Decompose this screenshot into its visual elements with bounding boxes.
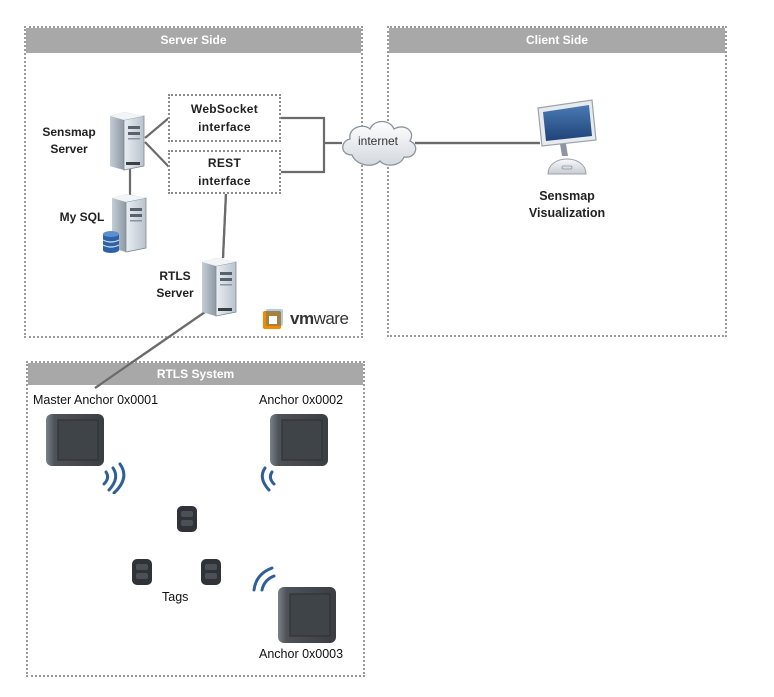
master-anchor-label: Master Anchor 0x0001 bbox=[33, 393, 159, 407]
server-side-zone: Server Side bbox=[24, 26, 363, 338]
visualization-line2: Visualization bbox=[528, 206, 606, 220]
link-websocket-bracket bbox=[280, 116, 326, 174]
vmware-logo: vmware bbox=[262, 308, 349, 330]
mysql-server-icon bbox=[112, 194, 147, 253]
sensmap-server-label: Sensmap Server bbox=[34, 124, 104, 158]
database-icon bbox=[102, 231, 120, 253]
websocket-line1: WebSocket bbox=[190, 102, 259, 116]
monitor-icon bbox=[537, 99, 597, 175]
vmware-mark-icon bbox=[263, 309, 283, 329]
vmware-text-rest: ware bbox=[313, 309, 349, 328]
rtls-server-line1: RTLS bbox=[159, 269, 191, 283]
anchor-3-device-icon bbox=[278, 587, 336, 643]
sensmap-server-icon bbox=[110, 112, 145, 171]
rtls-server-icon bbox=[202, 258, 237, 317]
sensmap-server-line2: Server bbox=[50, 142, 88, 156]
internet-label: internet bbox=[357, 134, 399, 148]
anchor-2-device-icon bbox=[270, 414, 328, 466]
tag-device-icon-right bbox=[201, 559, 221, 585]
tag-device-icon-left bbox=[132, 559, 152, 585]
rtls-system-header: RTLS System bbox=[28, 363, 363, 385]
anchor-3-label: Anchor 0x0003 bbox=[259, 647, 344, 661]
master-anchor-device-icon bbox=[46, 414, 104, 466]
signal-waves-icon-anchor-2 bbox=[260, 466, 276, 492]
server-side-header: Server Side bbox=[26, 28, 361, 53]
link-sensmap-websocket bbox=[144, 116, 171, 139]
rest-line1: REST bbox=[207, 156, 242, 170]
sensmap-server-line1: Sensmap bbox=[42, 125, 96, 139]
signal-waves-icon-master bbox=[102, 462, 126, 494]
rtls-server-line2: Server bbox=[156, 286, 194, 300]
link-sensmap-rest bbox=[144, 141, 171, 169]
anchor-2-label: Anchor 0x0002 bbox=[259, 393, 344, 407]
internet-cloud-icon bbox=[342, 120, 417, 166]
vmware-text-bold: vm bbox=[290, 309, 314, 328]
signal-waves-icon-anchor-3 bbox=[252, 566, 276, 592]
tags-label: Tags bbox=[162, 590, 189, 604]
websocket-line2: interface bbox=[198, 120, 251, 134]
rtls-server-label: RTLS Server bbox=[150, 268, 200, 302]
mysql-label: My SQL bbox=[59, 210, 105, 224]
websocket-interface: WebSocket interface bbox=[168, 94, 281, 142]
client-side-header: Client Side bbox=[389, 28, 725, 53]
visualization-line1: Sensmap bbox=[539, 189, 595, 203]
rest-line2: interface bbox=[198, 174, 251, 188]
tag-device-icon-top bbox=[177, 506, 197, 532]
client-side-zone: Client Side bbox=[387, 26, 727, 337]
sensmap-visualization-label: Sensmap Visualization bbox=[507, 188, 627, 222]
rest-interface: REST interface bbox=[168, 150, 281, 194]
